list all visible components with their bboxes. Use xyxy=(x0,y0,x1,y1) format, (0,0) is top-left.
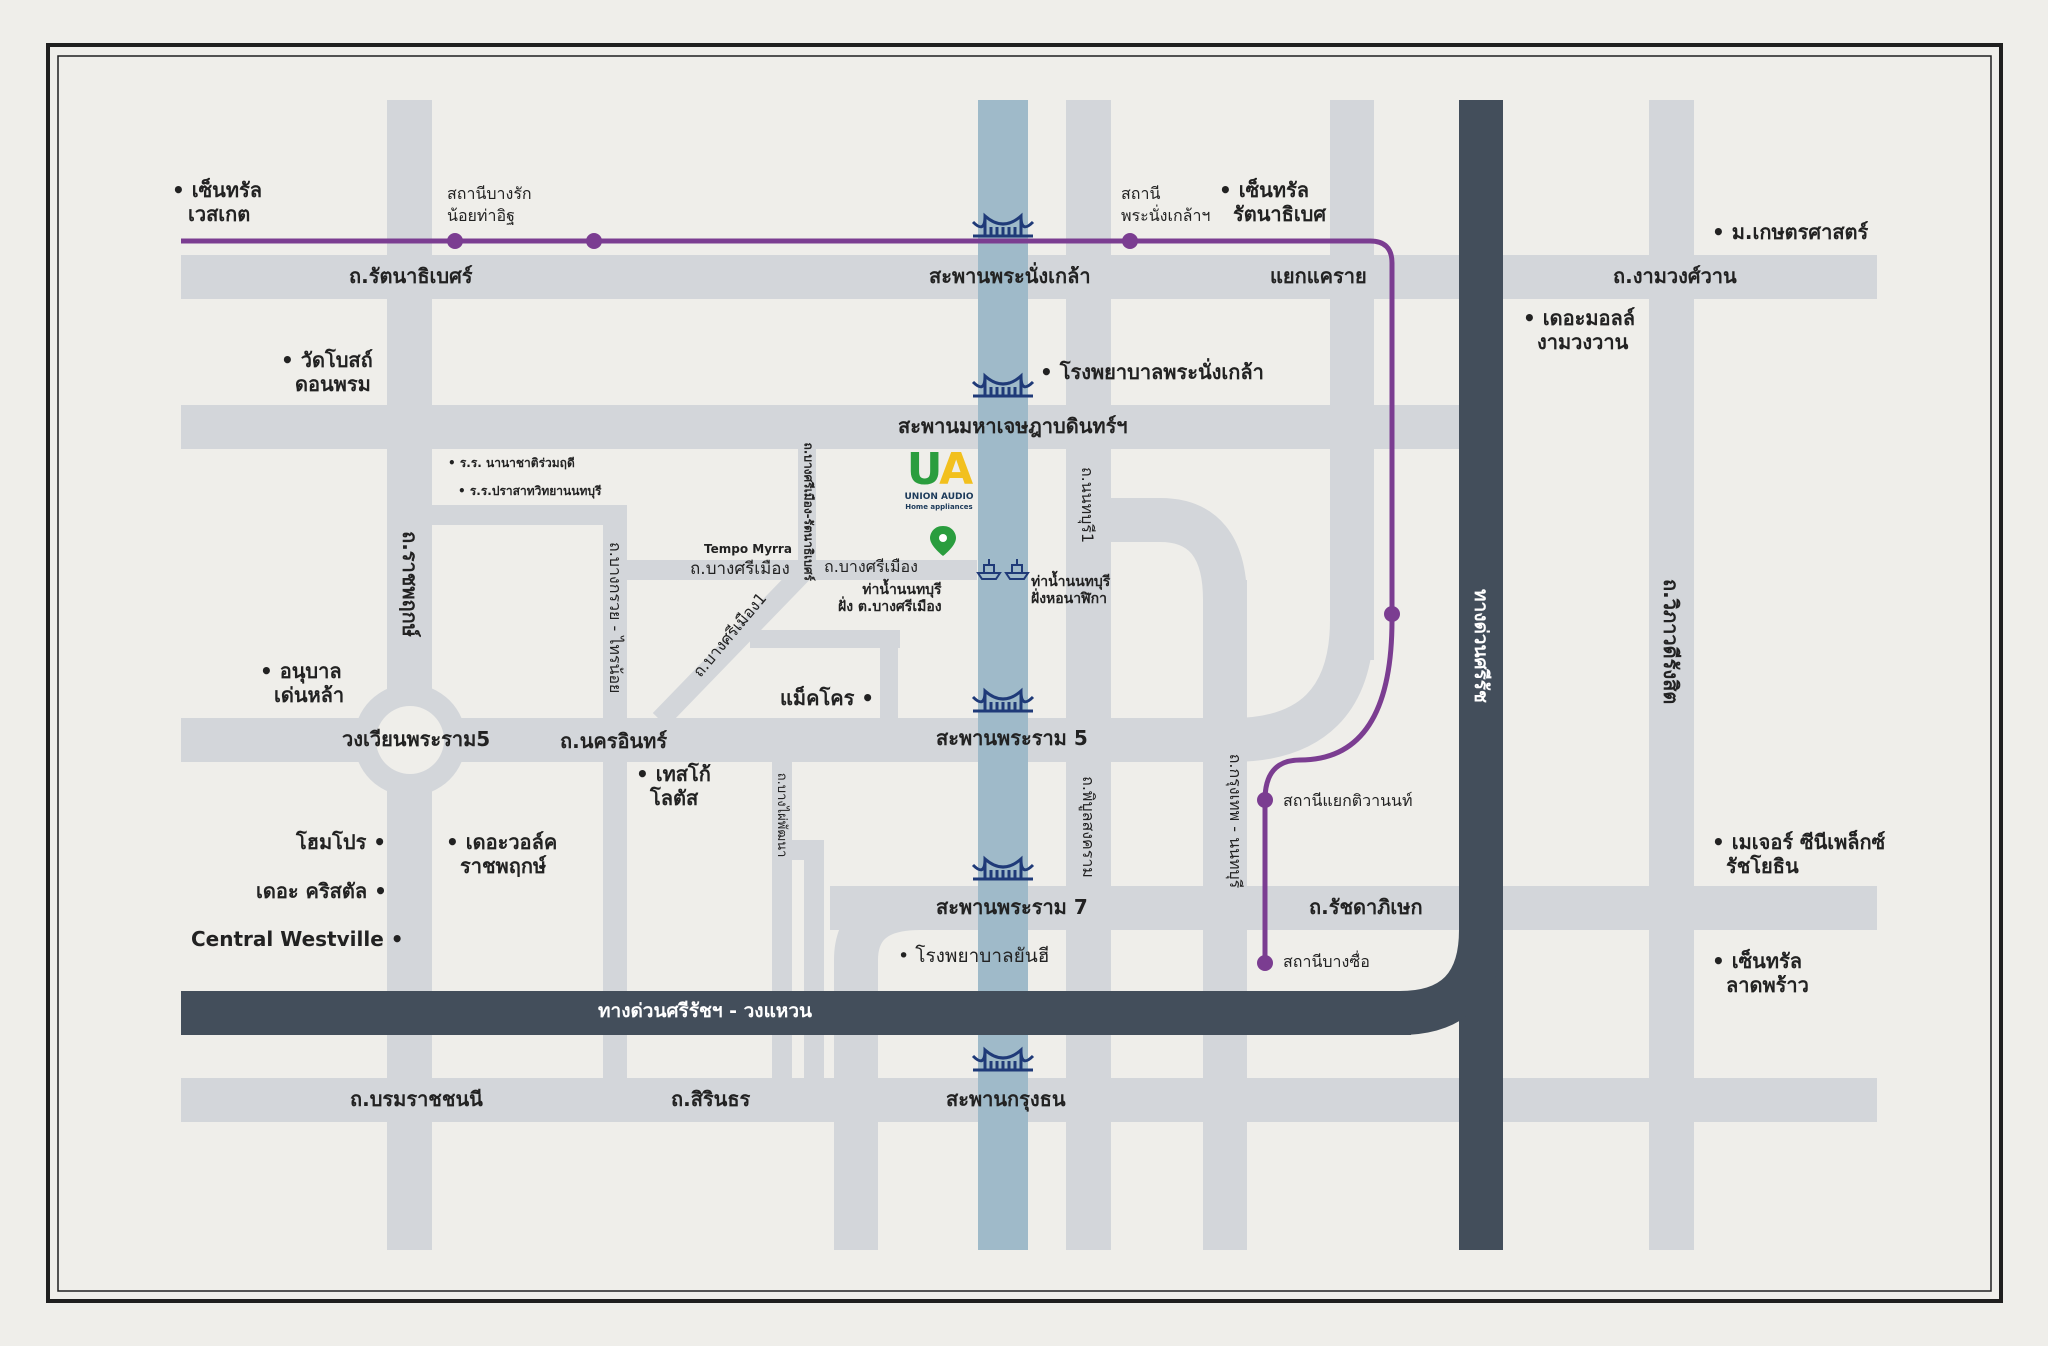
road-label-bang-si-mueang-east: ถ.บางศรีเมือง xyxy=(824,557,918,576)
road-rama7-approach xyxy=(834,886,1100,1250)
place-central-rattanathibet: • เซ็นทรัลรัตนาธิเบศ xyxy=(1219,178,1327,226)
place-kindergarten: • อนุบาลเด่นหล้า xyxy=(260,659,345,707)
station-dot-icon xyxy=(1122,233,1138,249)
boat-icon xyxy=(976,559,1002,580)
curved-roads xyxy=(834,300,1374,1250)
road-label-sirindhorn: ถ.สิรินธร xyxy=(671,1087,751,1111)
road-bang-phai-lower xyxy=(804,840,824,1090)
road-bang-kruai-sai-noi xyxy=(603,505,627,1085)
road-label-bang-phai: ถ.บางไผ่พัฒนา xyxy=(774,772,789,858)
station-yaek-tiwanon: สถานีแยกติวานนท์ xyxy=(1283,791,1413,810)
bridge-icon xyxy=(971,687,1035,713)
union-audio-logo: UA UNION AUDIO Home appliances xyxy=(885,448,993,512)
road-label-nakhon-in: ถ.นครอินทร์ xyxy=(560,729,668,753)
road-school-connector xyxy=(430,505,615,525)
bridge-icons xyxy=(971,212,1035,1072)
logo-name: UNION AUDIO xyxy=(904,492,974,502)
station-dot-icon xyxy=(586,233,602,249)
place-school-international: • ร.ร. นานาชาติร่วมฤดี xyxy=(448,456,575,470)
station-dot-icon xyxy=(1257,955,1273,971)
road-label-rattanathibet: ถ.รัตนาธิเบศร์ xyxy=(349,264,473,288)
bridge-icon xyxy=(971,212,1035,238)
road-label-phibun-songkhram: ถ.พิบูลสงคราม xyxy=(1079,776,1098,878)
place-tesco-lotus: • เทสโก้โลตัส xyxy=(636,762,711,810)
place-school-prasat: • ร.ร.ปราสาทวิทยานนทบุรี xyxy=(458,484,602,498)
road-bang-si-mueang-1-diagonal xyxy=(652,558,818,727)
road-borommaratchachonnani xyxy=(181,1078,1877,1122)
road-label-expressway-sirirat: ทางด่วนศรีรัช xyxy=(1470,589,1492,703)
roundabout-center xyxy=(376,706,444,774)
road-label-borommaratchachonnani: ถ.บรมราชชนนี xyxy=(350,1087,483,1111)
place-makro: แม็คโคร • xyxy=(780,686,875,710)
place-yanhee-hospital: • โรงพยาบาลยันฮี xyxy=(898,945,1050,967)
expressway-junction xyxy=(1399,929,1503,1035)
place-phra-nang-klao-hospital: • โรงพยาบาลพระนั่งเกล้า xyxy=(1040,360,1264,384)
road-maha-chesada xyxy=(181,405,1491,449)
road-label-expressway-wongwaen: ทางด่วนศรีรัชฯ - วงแหวน xyxy=(598,1000,812,1022)
purple-line-route xyxy=(181,238,1395,963)
place-the-crystal: เดอะ คริสตัล • xyxy=(256,879,387,903)
road-label-bridge-nangklao: สะพานพระนั่งเกล้า xyxy=(929,264,1091,288)
bridge-icon xyxy=(971,372,1035,398)
road-label-vibhavadi: ถ.วิภาวดีรังสิต xyxy=(1659,579,1683,705)
road-bang-si-mueang-1-right xyxy=(880,630,898,720)
road-label-ratchaphruek: ถ.ราชพฤกษ์ xyxy=(398,531,422,637)
outer-frame xyxy=(46,43,2003,1303)
place-major-ratchayothin: • เมเจอร์ ซีนีเพล็กซ์รัชโยธิน xyxy=(1712,830,1886,878)
place-pier-bang-si-mueang: ท่าน้ำนนทบุรีฝั่ง ต.บางศรีเมือง xyxy=(838,582,942,615)
logo-tagline: Home appliances xyxy=(905,503,973,511)
expressway-sirirat-vertical xyxy=(1459,100,1503,1250)
road-label-bridge-rama7: สะพานพระราม 7 xyxy=(936,895,1088,919)
road-label-bridge-krung-thon: สะพานกรุงธน xyxy=(946,1087,1066,1111)
station-dot-icon xyxy=(1257,792,1273,808)
place-tempo-myrra: Tempo Myrra xyxy=(704,542,792,556)
boat-icon xyxy=(1004,559,1030,580)
expressway-sirirat-wongwaen xyxy=(181,991,1411,1035)
road-rattanathibet xyxy=(181,255,1877,299)
bridge-icon xyxy=(971,855,1035,881)
place-the-walk: • เดอะวอล์คราชพฤกษ์ xyxy=(446,830,558,878)
road-label-bridge-rama5: สะพานพระราม 5 xyxy=(936,726,1088,750)
place-pier-nonthaburi: ท่าน้ำนนทบุรีฝั่งหอนาฬิกา xyxy=(1031,574,1111,607)
place-kasetsart: • ม.เกษตรศาสตร์ xyxy=(1712,220,1869,244)
station-dot-icon xyxy=(1384,606,1400,622)
road-label-bridge-maha-chesada: สะพานมหาเจษฎาบดินทร์ฯ xyxy=(898,414,1128,438)
place-the-mall-ngamwongwan: • เดอะมอลล์งามวงวาน xyxy=(1523,306,1636,354)
inner-frame xyxy=(57,55,1992,1292)
road-label-wong-wian-rama5: วงเวียนพระราม5 xyxy=(342,727,491,751)
road-label-krung-thep-nonthaburi: ถ.กรุงเทพ - นนทบุรี xyxy=(1226,753,1245,889)
road-label-ngam-wong-wan: ถ.งามวงศ์วาน xyxy=(1613,264,1737,288)
place-central-ladprao: • เซ็นทรัลลาดพร้าว xyxy=(1712,949,1809,997)
road-label-bang-kruai-sai-noi: ถ.บางกรวย - ไทรน้อย xyxy=(606,542,625,694)
purple-line-stations xyxy=(447,233,1400,971)
boat-icons xyxy=(976,559,1030,580)
road-label-nonthaburi-1: ถ.นนทบุรี1 xyxy=(1078,466,1097,544)
road-nonthaburi-curve xyxy=(1089,498,1247,700)
road-label-bang-si-mueang-rattanathibet: ถ.บางศรีเมือง-รัตนาธิเบศร์ xyxy=(801,442,816,581)
place-wat-bo-don-phrom: • วัดโบสถ์ดอนพรม xyxy=(281,348,373,396)
place-central-westville: Central Westville • xyxy=(191,927,404,951)
road-phibun-songkhram xyxy=(1066,100,1111,1250)
road-ratchaphruek xyxy=(387,100,432,1250)
road-label-bang-si-mueang-west: ถ.บางศรีเมือง xyxy=(690,559,790,579)
station-phra-nang-klao: สถานีพระนั่งเกล้าฯ xyxy=(1121,184,1211,225)
road-bang-si-mueang-rattanathibet xyxy=(798,440,816,560)
place-homepro: โฮมโปร • xyxy=(296,830,387,854)
station-dot-icon xyxy=(447,233,463,249)
place-central-westgate: • เซ็นทรัลเวสเกต xyxy=(172,178,263,226)
road-bang-si-mueang-1-top xyxy=(750,630,900,648)
station-bang-sue: สถานีบางซื่อ xyxy=(1283,952,1370,971)
road-khae-rai-curve xyxy=(1231,300,1374,762)
road-vibhavadi xyxy=(1649,100,1694,1250)
road-label-ratchadaphisek: ถ.รัชดาภิเษก xyxy=(1309,895,1423,919)
station-bang-rak-noi: สถานีบางรักน้อยท่าอิฐ xyxy=(447,184,532,225)
road-label-khae-rai: แยกแคราย xyxy=(1270,264,1367,288)
bridge-icon xyxy=(971,1046,1035,1072)
